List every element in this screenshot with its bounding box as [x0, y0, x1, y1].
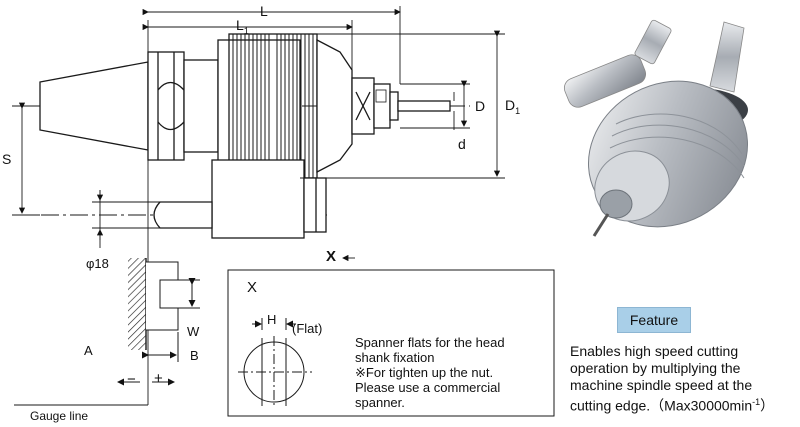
dim-label-L1-sub: 1	[243, 25, 249, 36]
dim-label-B: B	[190, 348, 199, 363]
feature-line: machine spindle speed at the	[570, 377, 753, 393]
speed-increaser-photo	[563, 19, 749, 237]
product-photo	[563, 19, 749, 237]
note-line: Please use a commercial	[355, 380, 501, 395]
dim-label-L1: L1	[236, 18, 249, 36]
dim-label-A: A	[84, 343, 93, 358]
feature-line: Enables high speed cutting	[570, 343, 739, 359]
gauge-detail	[14, 258, 200, 406]
sign-plus: +	[154, 370, 163, 387]
detail-label-H: H	[267, 312, 277, 327]
gauge-line-label: Gauge line	[30, 409, 89, 423]
dim-label-phi18: φ18	[86, 256, 109, 271]
dim-label-D1-sub: 1	[515, 105, 521, 116]
feature-superscript: -1	[752, 397, 761, 407]
detail-view-x	[227, 269, 555, 417]
dim-label-D1-main: D	[505, 97, 516, 113]
tool-holder-side-view	[12, 20, 470, 405]
note-line: ※For tighten up the nut.	[355, 365, 494, 380]
feature-line: operation by multiplying the	[570, 360, 741, 376]
dim-label-L: L	[260, 3, 268, 19]
feature-closing: ）	[760, 397, 775, 414]
dim-label-L1-main: L	[236, 17, 244, 33]
detail-label-flat: (Flat)	[292, 321, 323, 336]
feature-description: Enables high speed cutting operation by …	[570, 343, 795, 415]
note-line: spanner.	[355, 395, 405, 410]
sign-minus: −	[127, 371, 136, 388]
dim-label-W: W	[187, 324, 200, 339]
feature-line-text: cutting edge.（Max30000min	[570, 397, 753, 414]
note-line: Spanner flats for the head	[355, 335, 505, 350]
spanner-note: Spanner flats for the head shank fixatio…	[355, 335, 545, 410]
dim-label-D1: D1	[505, 98, 520, 116]
dim-label-D: D	[475, 98, 486, 114]
dim-label-d: d	[458, 136, 466, 152]
dim-label-S: S	[2, 151, 12, 167]
dimension-lines	[14, 6, 505, 262]
section-arrow-label-x: X	[326, 248, 337, 265]
note-line: shank fixation	[355, 350, 435, 365]
feature-badge: Feature	[617, 307, 691, 333]
detail-view-label: X	[247, 279, 258, 296]
feature-line-last: cutting edge.（Max30000min-1）	[570, 394, 795, 415]
